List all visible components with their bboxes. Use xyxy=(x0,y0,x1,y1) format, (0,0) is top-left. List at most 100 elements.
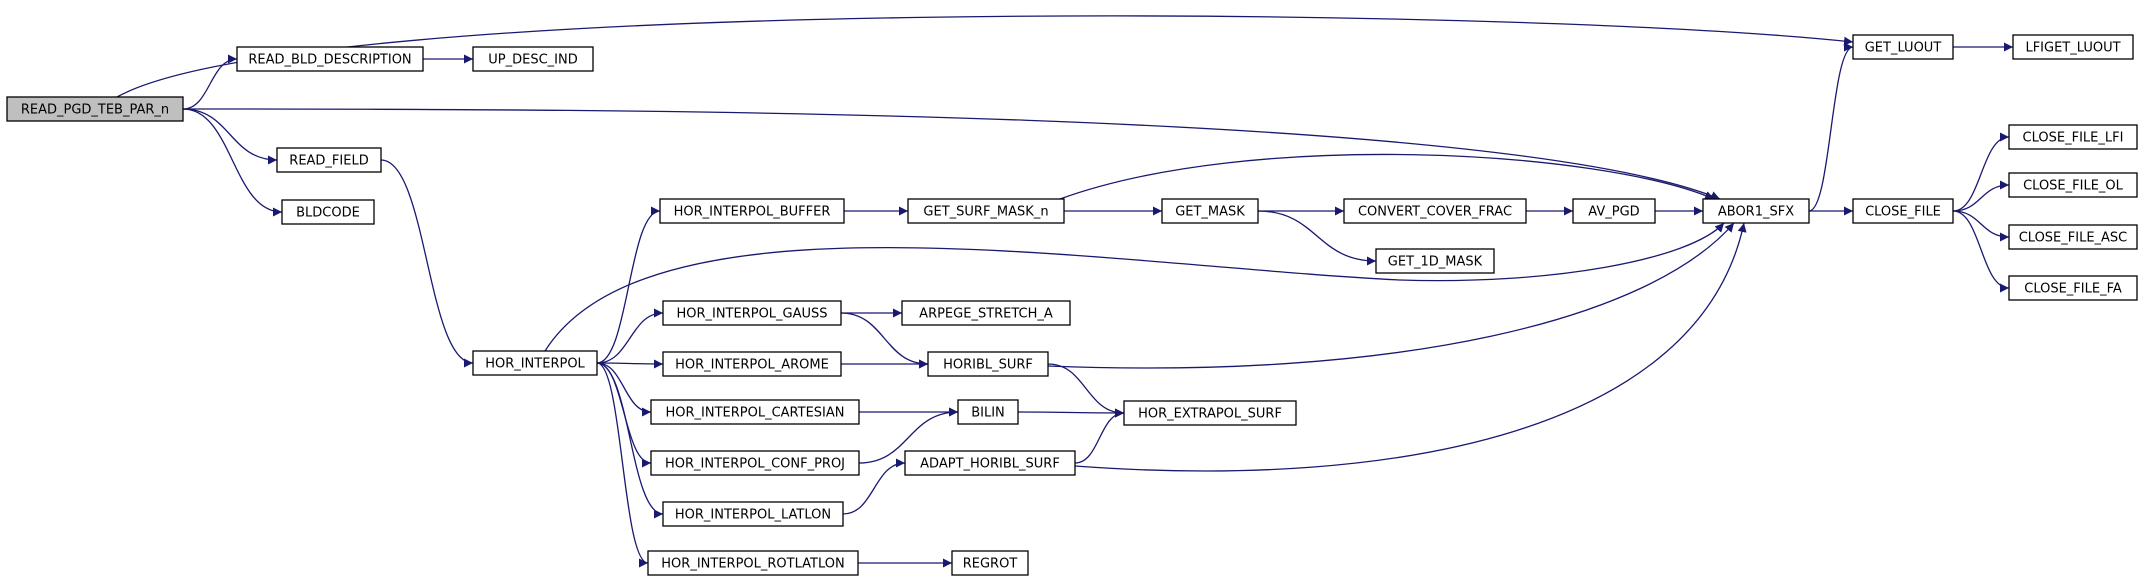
node-box xyxy=(1852,34,1954,60)
node-label: CLOSE_FILE_ASC xyxy=(2019,231,2128,246)
node-box xyxy=(1702,198,1810,224)
node-box xyxy=(951,550,1029,576)
node-label: CLOSE_FILE_LFI xyxy=(2023,131,2124,146)
node-horibl-surf[interactable]: HORIBL_SURF xyxy=(927,351,1049,377)
node-hor-interpol-buffer[interactable]: HOR_INTERPOL_BUFFER xyxy=(659,198,845,224)
node-hor-interpol-conf-proj[interactable]: HOR_INTERPOL_CONF_PROJ xyxy=(650,450,860,476)
node-hor-interpol[interactable]: HOR_INTERPOL xyxy=(472,350,598,376)
node-read-field[interactable]: READ_FIELD xyxy=(276,147,382,173)
edge-root-to-rbd xyxy=(182,54,238,110)
node-label: GET_SURF_MASK_n xyxy=(923,205,1048,220)
node-box xyxy=(2008,224,2138,250)
edge-ahs-to-hes xyxy=(1074,408,1125,464)
node-label: BILIN xyxy=(971,406,1005,421)
node-label: READ_FIELD xyxy=(289,154,368,169)
node-box xyxy=(236,46,424,72)
node-regrot[interactable]: REGROT xyxy=(951,550,1029,576)
node-box xyxy=(472,46,594,72)
edge-hi-to-hil xyxy=(596,362,664,519)
node-label: UP_DESC_IND xyxy=(488,53,577,68)
node-hor-interpol-rotlatlon[interactable]: HOR_INTERPOL_ROTLATLON xyxy=(647,550,859,576)
edge-hil-to-ahs xyxy=(842,458,906,515)
node-hor-extrapol-surf[interactable]: HOR_EXTRAPOL_SURF xyxy=(1123,400,1297,426)
node-label: HOR_INTERPOL_AROME xyxy=(675,358,829,373)
node-label: HOR_INTERPOL_ROTLATLON xyxy=(661,557,844,572)
edge-hs-to-abo xyxy=(1047,222,1735,369)
node-box xyxy=(957,399,1019,425)
node-close-file-lfi[interactable]: CLOSE_FILE_LFI xyxy=(2008,124,2138,150)
node-box xyxy=(901,300,1071,326)
node-box xyxy=(1572,198,1656,224)
node-box xyxy=(907,198,1065,224)
node-label: HOR_INTERPOL_LATLON xyxy=(675,508,831,523)
node-box xyxy=(662,351,842,377)
node-bldcode[interactable]: BLDCODE xyxy=(281,199,375,225)
edge-gsm-to-abo xyxy=(1059,153,1715,200)
node-label: ADAPT_HORIBL_SURF xyxy=(920,457,1060,472)
node-box xyxy=(281,199,375,225)
node-bilin[interactable]: BILIN xyxy=(957,399,1019,425)
node-box xyxy=(647,550,859,576)
edge-abo-to-glu xyxy=(1808,42,1854,212)
node-up-desc-ind[interactable]: UP_DESC_IND xyxy=(472,46,594,72)
node-label: ARPEGE_STRETCH_A xyxy=(919,307,1053,322)
node-close-file[interactable]: CLOSE_FILE xyxy=(1852,198,1954,224)
node-label: REGROT xyxy=(963,557,1018,572)
node-box xyxy=(6,96,184,122)
node-label: HOR_INTERPOL xyxy=(485,357,585,372)
edge-gm-to-g1d xyxy=(1257,210,1377,266)
node-box xyxy=(276,147,382,173)
node-close-file-fa[interactable]: CLOSE_FILE_FA xyxy=(2008,275,2138,301)
node-get-luout[interactable]: GET_LUOUT xyxy=(1852,34,1954,60)
node-convert-cover-frac[interactable]: CONVERT_COVER_FRAC xyxy=(1343,198,1527,224)
node-label: CONVERT_COVER_FRAC xyxy=(1358,205,1512,220)
node-label: HOR_INTERPOL_CONF_PROJ xyxy=(665,457,845,472)
edge-hs-to-hes xyxy=(1047,363,1125,418)
node-label: HOR_INTERPOL_CARTESIAN xyxy=(665,406,844,421)
node-label: HOR_INTERPOL_GAUSS xyxy=(676,307,827,322)
node-label: HOR_EXTRAPOL_SURF xyxy=(1138,407,1282,422)
node-label: CLOSE_FILE_FA xyxy=(2024,282,2122,297)
node-read-bld-description[interactable]: READ_BLD_DESCRIPTION xyxy=(236,46,424,72)
node-box xyxy=(650,399,860,425)
node-box xyxy=(659,198,845,224)
edge-hi-to-hib xyxy=(596,206,661,364)
node-label: HORIBL_SURF xyxy=(943,358,1033,373)
node-hor-interpol-arome[interactable]: HOR_INTERPOL_AROME xyxy=(662,351,842,377)
edge-root-to-bld xyxy=(182,108,283,217)
node-get-mask[interactable]: GET_MASK xyxy=(1161,198,1259,224)
node-close-file-asc[interactable]: CLOSE_FILE_ASC xyxy=(2008,224,2138,250)
node-hor-interpol-cartesian[interactable]: HOR_INTERPOL_CARTESIAN xyxy=(650,399,860,425)
node-abor1-sfx[interactable]: ABOR1_SFX xyxy=(1702,198,1810,224)
node-close-file-ol[interactable]: CLOSE_FILE_OL xyxy=(2008,172,2138,198)
node-av-pgd[interactable]: AV_PGD xyxy=(1572,198,1656,224)
edge-hicp-to-bil xyxy=(858,407,959,464)
node-label: READ_PGD_TEB_PAR_n xyxy=(21,103,169,118)
node-box xyxy=(927,351,1049,377)
node-label: HOR_INTERPOL_BUFFER xyxy=(674,205,831,220)
edge-hi-to-abo xyxy=(544,222,1725,352)
node-hor-interpol-latlon[interactable]: HOR_INTERPOL_LATLON xyxy=(662,501,844,527)
edge-root-to-rf xyxy=(182,108,278,165)
node-hor-interpol-gauss[interactable]: HOR_INTERPOL_GAUSS xyxy=(662,300,842,326)
edge-cf-to-cfo xyxy=(1952,180,2010,212)
node-box xyxy=(472,350,598,376)
node-arpege-stretch-a[interactable]: ARPEGE_STRETCH_A xyxy=(901,300,1071,326)
node-box xyxy=(1375,248,1495,274)
node-lfiget-luout[interactable]: LFIGET_LUOUT xyxy=(2012,34,2134,60)
node-box xyxy=(2008,275,2138,301)
node-get-1d-mask[interactable]: GET_1D_MASK xyxy=(1375,248,1495,274)
node-box xyxy=(662,300,842,326)
edge-cf-to-cfl xyxy=(1952,132,2010,212)
node-get-surf-mask-n[interactable]: GET_SURF_MASK_n xyxy=(907,198,1065,224)
node-box xyxy=(650,450,860,476)
node-adapt-horibl-surf[interactable]: ADAPT_HORIBL_SURF xyxy=(904,450,1076,476)
edge-cf-to-cfa xyxy=(1952,210,2010,242)
node-label: GET_1D_MASK xyxy=(1388,255,1483,270)
node-label: GET_LUOUT xyxy=(1865,41,1942,56)
node-label: READ_BLD_DESCRIPTION xyxy=(248,53,411,68)
edge-hi-to-hia xyxy=(596,359,664,369)
edge-ahs-to-abo xyxy=(1074,222,1747,472)
node-read-pgd-teb-par-n[interactable]: READ_PGD_TEB_PAR_n xyxy=(6,96,184,122)
